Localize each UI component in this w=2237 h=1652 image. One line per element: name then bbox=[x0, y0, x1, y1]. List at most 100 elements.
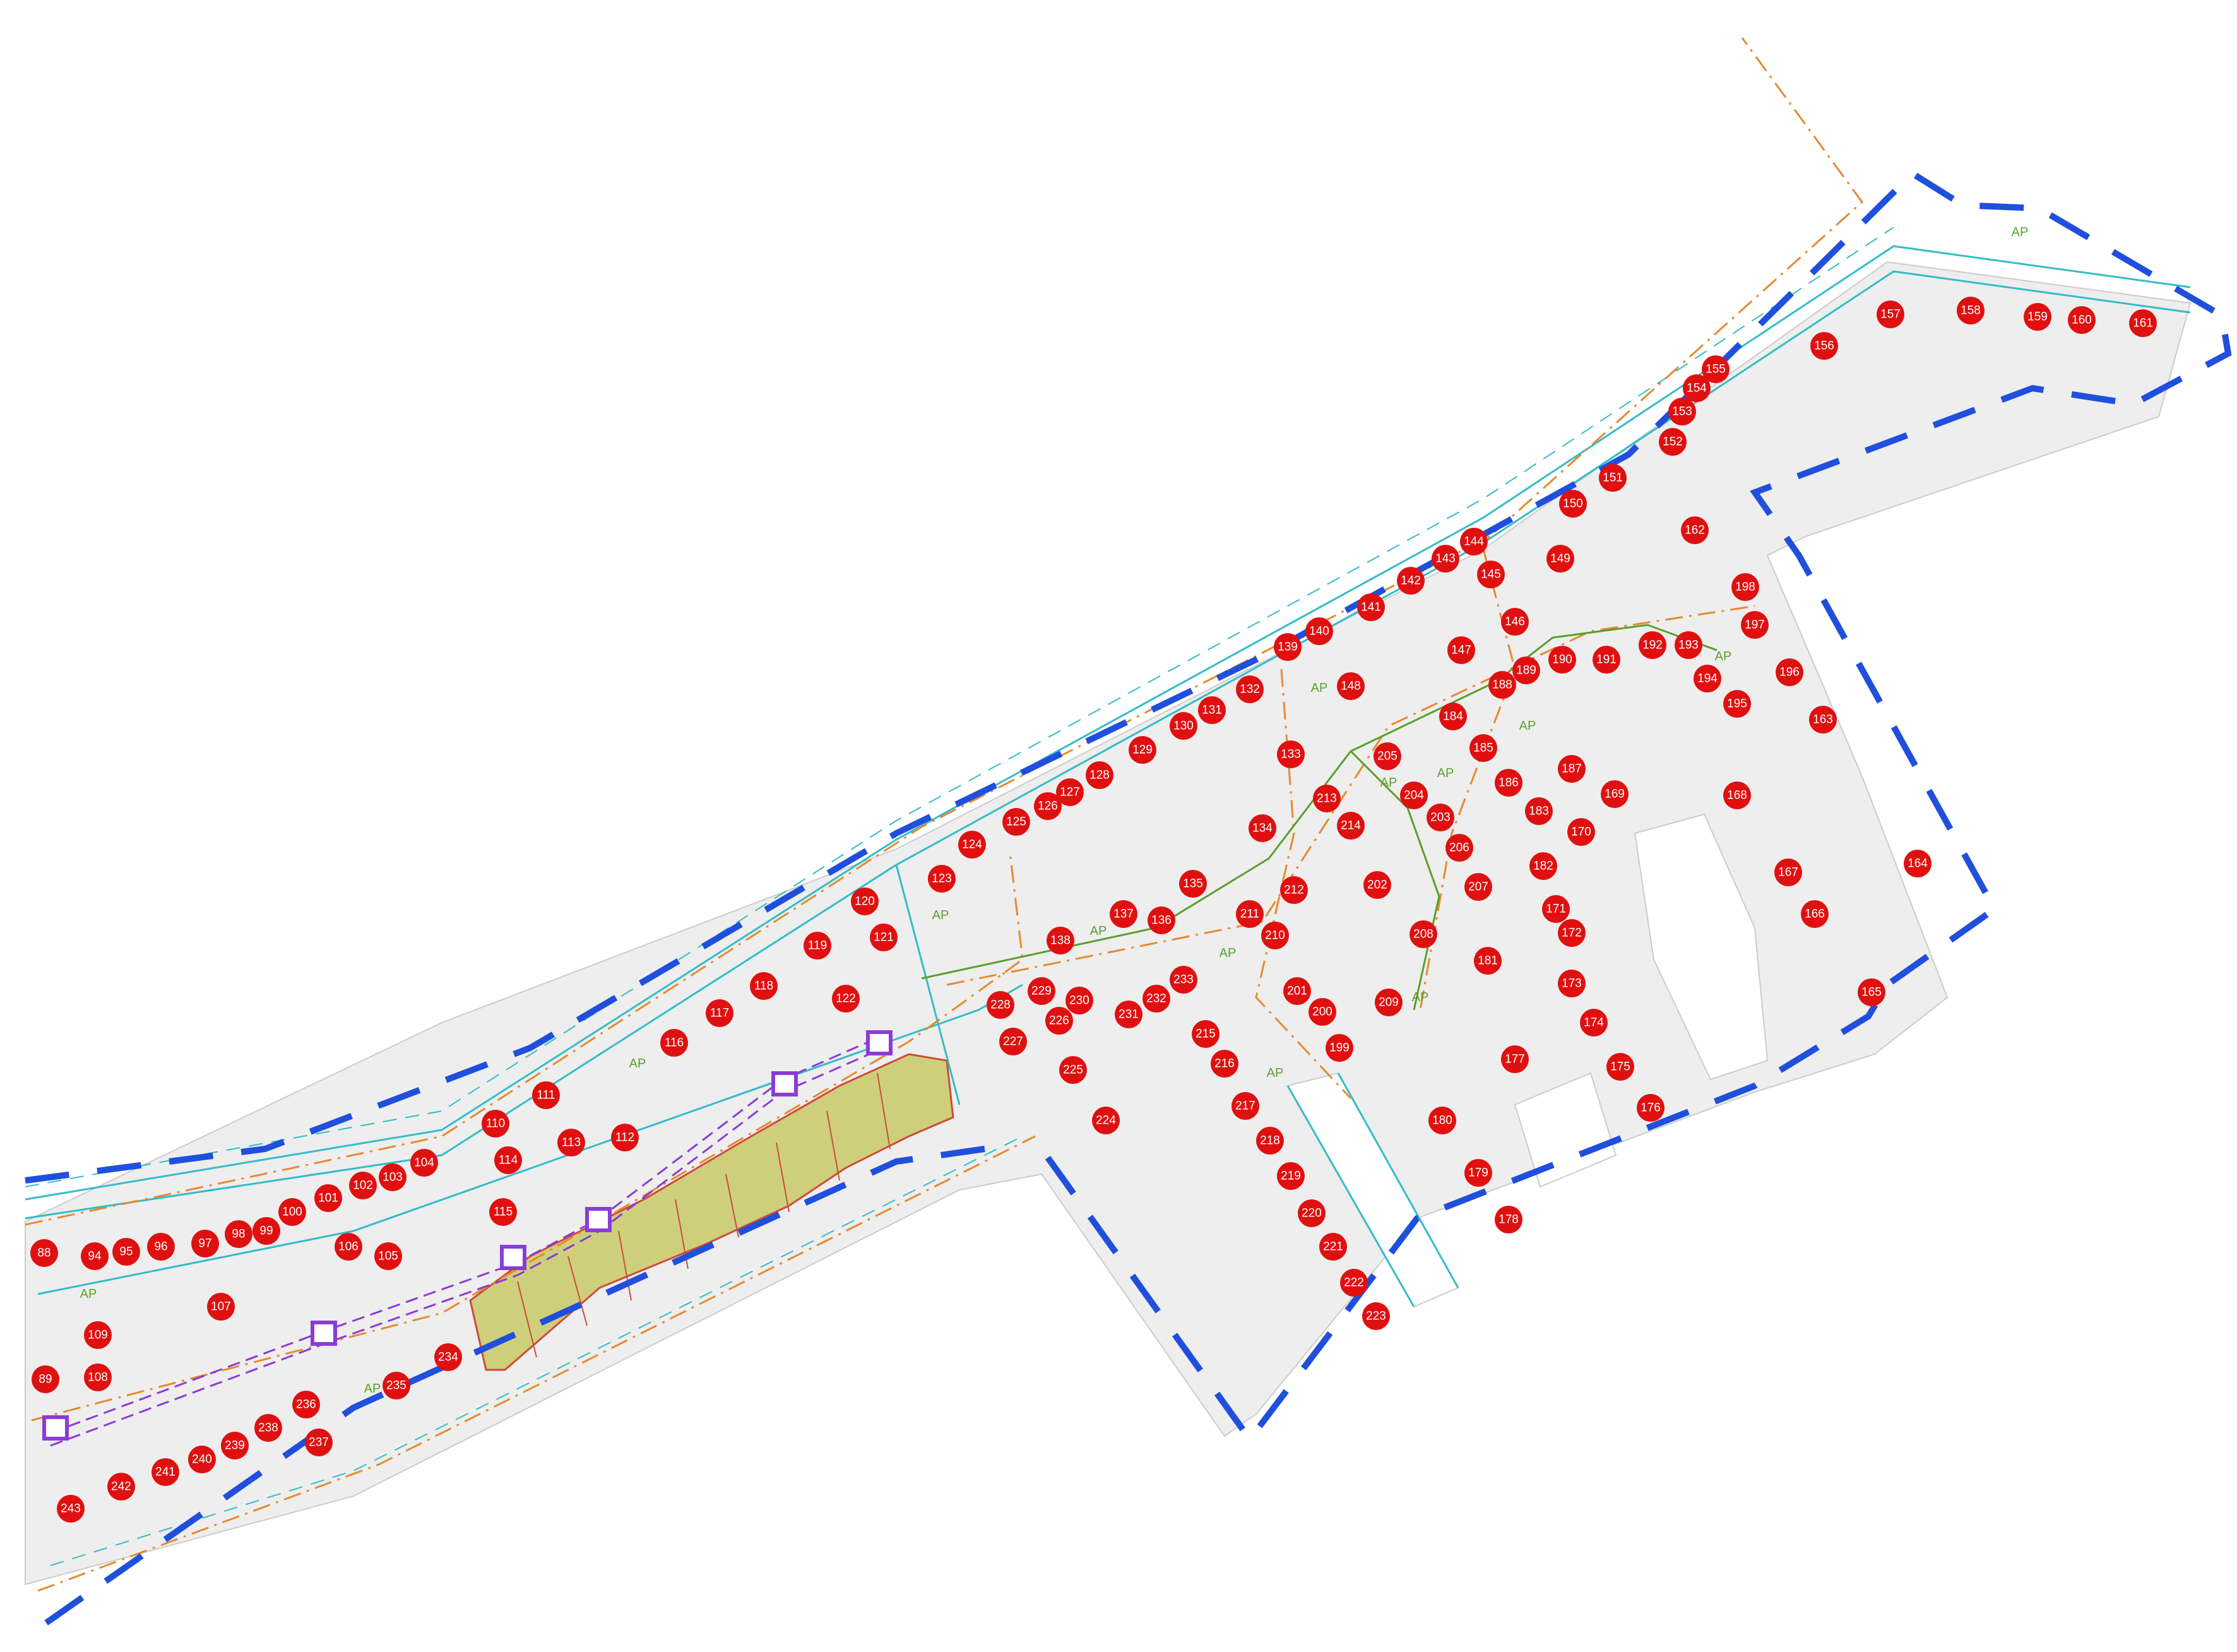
lot-number: 193 bbox=[1678, 639, 1699, 652]
ap-label: AP bbox=[1090, 924, 1107, 938]
lot-marker: 227 bbox=[999, 1028, 1027, 1055]
lot-marker-dot bbox=[254, 1414, 282, 1442]
lot-marker-dot bbox=[1236, 675, 1264, 703]
lot-marker-dot bbox=[1675, 631, 1702, 659]
lot-number: 184 bbox=[1443, 710, 1463, 723]
lot-marker: 96 bbox=[147, 1233, 175, 1261]
lot-number: 172 bbox=[1562, 927, 1582, 940]
lot-marker: 194 bbox=[1694, 665, 1721, 692]
lot-marker-dot bbox=[1034, 792, 1062, 820]
lot-marker: 167 bbox=[1774, 859, 1802, 886]
lot-marker-dot bbox=[1028, 977, 1055, 1005]
ap-label: AP bbox=[1219, 946, 1237, 960]
lot-marker-dot bbox=[2024, 303, 2051, 331]
lot-number: 232 bbox=[1146, 992, 1166, 1006]
lot-marker: 129 bbox=[1129, 736, 1156, 764]
ap-label: AP bbox=[1311, 681, 1328, 695]
lot-number: 189 bbox=[1516, 664, 1536, 677]
lot-marker: 126 bbox=[1034, 792, 1062, 820]
lot-marker-dot bbox=[151, 1458, 179, 1486]
lot-marker-dot bbox=[1375, 989, 1403, 1016]
lot-number: 123 bbox=[932, 872, 952, 886]
lot-marker-dot bbox=[349, 1172, 377, 1199]
lot-marker: 131 bbox=[1198, 696, 1226, 724]
lot-marker: 187 bbox=[1558, 755, 1586, 783]
lot-number: 106 bbox=[338, 1240, 359, 1254]
lot-marker: 242 bbox=[107, 1473, 135, 1500]
lot-marker: 205 bbox=[1374, 742, 1401, 770]
lot-marker-dot bbox=[1115, 1001, 1142, 1028]
sewer-manholes bbox=[42, 1030, 893, 1441]
lot-number: 98 bbox=[232, 1228, 245, 1241]
lot-marker-dot bbox=[1427, 804, 1454, 831]
lot-marker-dot bbox=[1274, 633, 1302, 661]
lot-number: 191 bbox=[1596, 653, 1617, 667]
lot-marker-dot bbox=[1056, 778, 1084, 806]
lot-number: 169 bbox=[1605, 788, 1625, 801]
lot-marker-dot bbox=[1548, 646, 1576, 674]
ap-label: AP bbox=[364, 1382, 381, 1396]
lot-number: 207 bbox=[1468, 881, 1488, 894]
lot-number: 133 bbox=[1281, 748, 1301, 761]
lot-number: 203 bbox=[1430, 811, 1451, 824]
lot-marker: 141 bbox=[1357, 593, 1385, 621]
lot-marker: 228 bbox=[987, 991, 1014, 1019]
lot-marker: 147 bbox=[1447, 636, 1475, 664]
lot-marker-dot bbox=[1567, 818, 1595, 846]
lot-number: 179 bbox=[1468, 1167, 1488, 1180]
lot-marker: 236 bbox=[292, 1391, 320, 1418]
lot-number: 152 bbox=[1663, 436, 1683, 449]
lot-marker-dot bbox=[1877, 300, 1904, 328]
lot-marker-dot bbox=[1501, 1045, 1529, 1073]
lot-marker-dot bbox=[987, 991, 1014, 1019]
lot-marker: 132 bbox=[1236, 675, 1264, 703]
lot-marker-dot bbox=[107, 1473, 135, 1500]
lot-marker: 235 bbox=[383, 1372, 410, 1399]
lot-marker: 145 bbox=[1477, 561, 1505, 588]
lot-marker: 171 bbox=[1542, 895, 1570, 923]
lot-marker: 209 bbox=[1375, 989, 1403, 1016]
lot-number: 175 bbox=[1610, 1061, 1630, 1074]
lot-number: 176 bbox=[1641, 1102, 1661, 1115]
parcel-band-main bbox=[25, 261, 2192, 1586]
lot-marker-dot bbox=[660, 1029, 688, 1057]
lot-marker-dot bbox=[1439, 703, 1467, 730]
lot-marker-dot bbox=[1723, 690, 1751, 718]
lot-number: 111 bbox=[537, 1089, 555, 1102]
lot-number: 243 bbox=[61, 1502, 81, 1516]
lot-marker-dot bbox=[1601, 780, 1629, 808]
lot-number: 204 bbox=[1404, 789, 1424, 802]
lot-marker: 152 bbox=[1659, 428, 1687, 456]
lot-number: 171 bbox=[1546, 903, 1566, 916]
lot-marker: 219 bbox=[1277, 1162, 1305, 1190]
lot-marker-dot bbox=[81, 1242, 109, 1270]
lot-number: 242 bbox=[111, 1480, 131, 1494]
lot-number: 177 bbox=[1505, 1053, 1525, 1066]
lot-number: 224 bbox=[1096, 1114, 1116, 1127]
lot-number: 150 bbox=[1563, 497, 1583, 511]
lot-marker-dot bbox=[1192, 1020, 1219, 1048]
lot-marker-dot bbox=[1319, 1233, 1347, 1261]
lot-number: 114 bbox=[499, 1154, 518, 1167]
lot-number: 201 bbox=[1287, 985, 1307, 998]
lot-number: 94 bbox=[88, 1250, 102, 1263]
lot-marker: 136 bbox=[1148, 906, 1175, 934]
lot-marker: 178 bbox=[1495, 1206, 1522, 1233]
lot-number: 155 bbox=[1706, 363, 1726, 376]
lot-number: 110 bbox=[486, 1117, 505, 1131]
lot-marker: 104 bbox=[410, 1149, 438, 1177]
lot-marker: 99 bbox=[252, 1217, 280, 1245]
lot-marker: 184 bbox=[1439, 703, 1467, 730]
lot-marker: 139 bbox=[1274, 633, 1302, 661]
lot-marker: 144 bbox=[1460, 528, 1488, 556]
lot-number: 187 bbox=[1562, 763, 1582, 776]
lot-marker: 89 bbox=[32, 1365, 59, 1393]
lot-marker: 128 bbox=[1086, 761, 1113, 789]
lot-marker: 170 bbox=[1567, 818, 1595, 846]
lot-marker-dot bbox=[292, 1391, 320, 1418]
lot-marker: 101 bbox=[314, 1184, 342, 1212]
manhole-3 bbox=[500, 1245, 526, 1270]
lot-marker-dot bbox=[1170, 966, 1197, 994]
lot-marker-dot bbox=[1179, 870, 1207, 898]
lot-marker-dot bbox=[557, 1129, 585, 1156]
